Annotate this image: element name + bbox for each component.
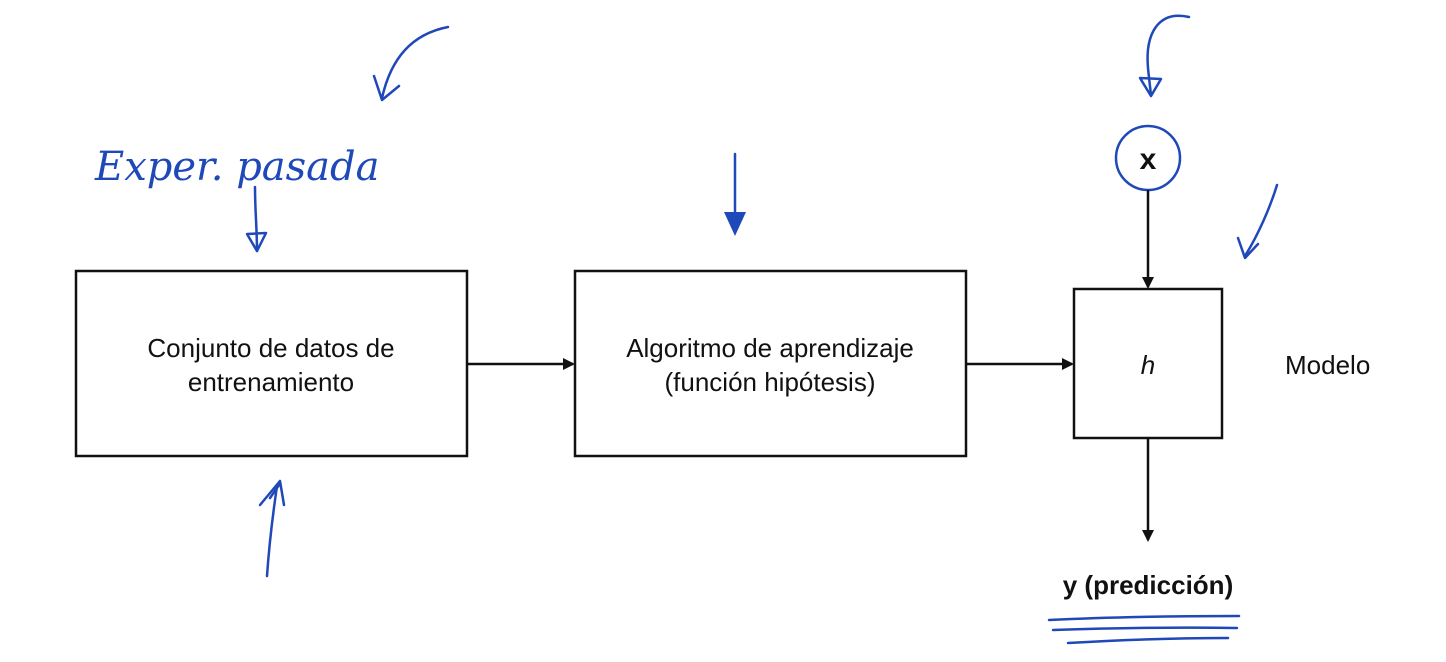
blue-arrow-to-model [1236,183,1279,260]
algorithm-box-line2: (función hipótesis) [665,367,876,397]
training-box-line1: Conjunto de datos de [147,333,394,363]
input-symbol: x [1140,143,1157,176]
output-label: y (predicción) [1063,570,1233,600]
blue-arrow-top-right [1138,14,1191,98]
handwritten-note: Exper. pasada [94,144,379,190]
blue-arrow-above-algorithm [724,152,746,236]
model-label: Modelo [1285,350,1370,380]
model-box [1072,287,1224,440]
learning-algorithm-box [573,269,968,458]
blue-arrow-top-left [372,25,450,102]
training-data-box [74,269,469,458]
training-box-line2: entrenamiento [188,367,354,397]
algorithm-box-line1: Algoritmo de aprendizaje [626,333,914,363]
blue-arrow-below-training-box [258,479,286,578]
blue-arrow-note-to-box [245,185,268,253]
output-underline-scribble [1047,614,1241,645]
model-symbol: h [1141,350,1155,380]
